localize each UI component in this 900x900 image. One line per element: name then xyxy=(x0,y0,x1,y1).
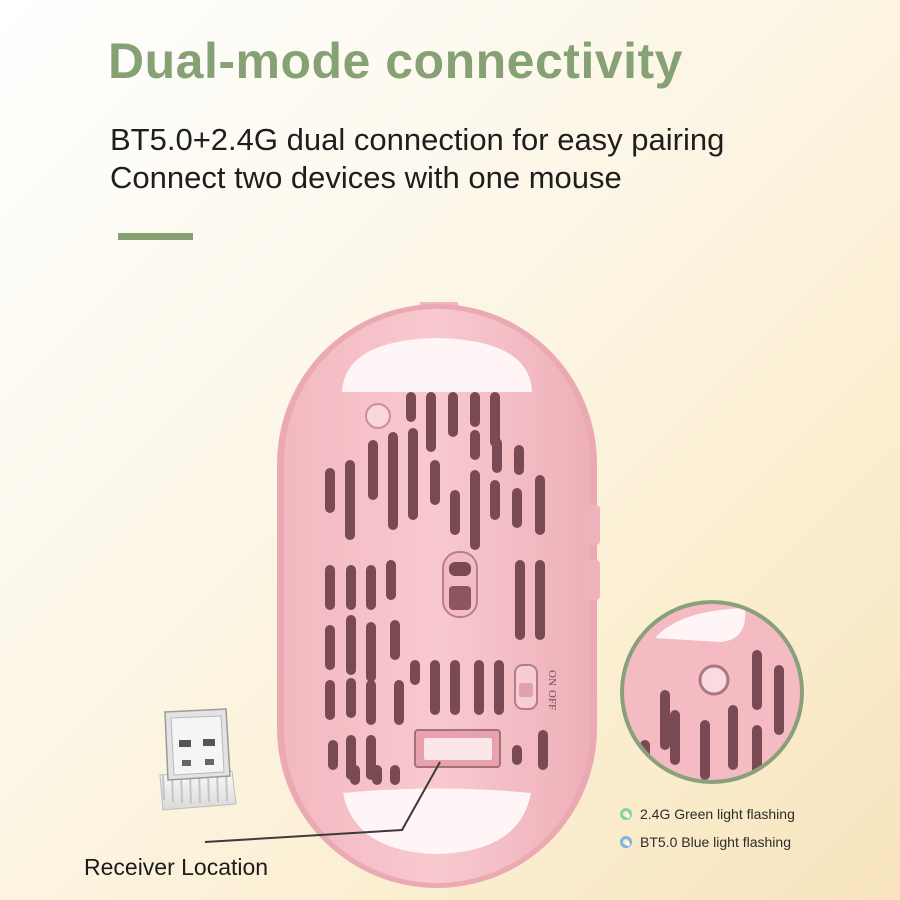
page-heading: Dual-mode connectivity xyxy=(108,33,683,89)
vent-slot xyxy=(430,460,440,505)
legend-label-blue: BT5.0 Blue light flashing xyxy=(640,834,791,850)
vent-slot xyxy=(386,560,396,600)
vent-slot xyxy=(366,622,376,682)
vent-slot xyxy=(366,565,376,610)
mouse-screw xyxy=(365,403,391,429)
vent-slot xyxy=(408,428,418,508)
mouse-foot-bottom xyxy=(343,788,531,854)
zoom-detail xyxy=(620,600,804,784)
vent-slot xyxy=(538,730,548,770)
vent-slot xyxy=(515,560,525,640)
vent-slot xyxy=(372,765,382,785)
vent-slot xyxy=(470,392,480,427)
vent-slot xyxy=(410,660,420,685)
vent-slot xyxy=(450,660,460,715)
green-light-icon xyxy=(620,808,632,820)
mouse-base xyxy=(284,309,590,883)
vent-slot xyxy=(325,565,335,610)
legend-item-green: 2.4G Green light flashing xyxy=(620,806,795,822)
vent-slot xyxy=(345,460,355,540)
vent-slot xyxy=(512,745,522,765)
switch-label-on: ON xyxy=(546,670,558,686)
vent-slot xyxy=(535,560,545,640)
vent-slot xyxy=(512,488,522,528)
vent-slot xyxy=(494,660,504,715)
vent-slot xyxy=(492,438,502,473)
vent-slot xyxy=(474,660,484,715)
vent-slot xyxy=(430,660,440,715)
vent-slot xyxy=(368,440,378,500)
vent-slot xyxy=(448,392,458,437)
blue-light-icon xyxy=(620,836,632,848)
vent-slot xyxy=(450,490,460,535)
vent-slot xyxy=(514,445,524,475)
vent-slot xyxy=(328,740,338,770)
vent-slot xyxy=(490,480,500,520)
vent-slot xyxy=(346,615,356,675)
mouse-underside xyxy=(277,302,600,888)
vent-slot xyxy=(390,765,400,785)
vent-slot xyxy=(325,680,335,720)
feature-line-1: BT5.0+2.4G dual connection for easy pair… xyxy=(110,122,725,157)
vent-slot xyxy=(470,470,480,550)
vent-slot xyxy=(346,565,356,610)
vent-slot xyxy=(325,468,335,513)
vent-slot xyxy=(490,392,500,447)
receiver-location-label: Receiver Location xyxy=(84,854,269,880)
vent-slot xyxy=(390,620,400,660)
vent-slot xyxy=(426,392,436,452)
receiver-leader-line xyxy=(204,761,441,843)
switch-label-off: OFF xyxy=(546,690,558,710)
vent-slot xyxy=(388,432,398,502)
vent-slot xyxy=(366,680,376,725)
feature-line-2: Connect two devices with one mouse xyxy=(110,160,622,195)
vent-slot xyxy=(535,475,545,535)
usb-receiver xyxy=(159,708,237,811)
vent-slot xyxy=(470,430,480,460)
vent-slot xyxy=(406,392,416,422)
mouse-foot-top xyxy=(342,338,532,392)
legend-label-green: 2.4G Green light flashing xyxy=(640,806,795,822)
vent-slot xyxy=(325,625,335,670)
vent-slot xyxy=(408,490,418,520)
vent-slot xyxy=(346,678,356,718)
vent-slot xyxy=(350,765,360,785)
accent-rule xyxy=(118,233,193,240)
vent-slot xyxy=(394,680,404,725)
legend-item-blue: BT5.0 Blue light flashing xyxy=(620,834,791,850)
vent-slot xyxy=(388,490,398,530)
